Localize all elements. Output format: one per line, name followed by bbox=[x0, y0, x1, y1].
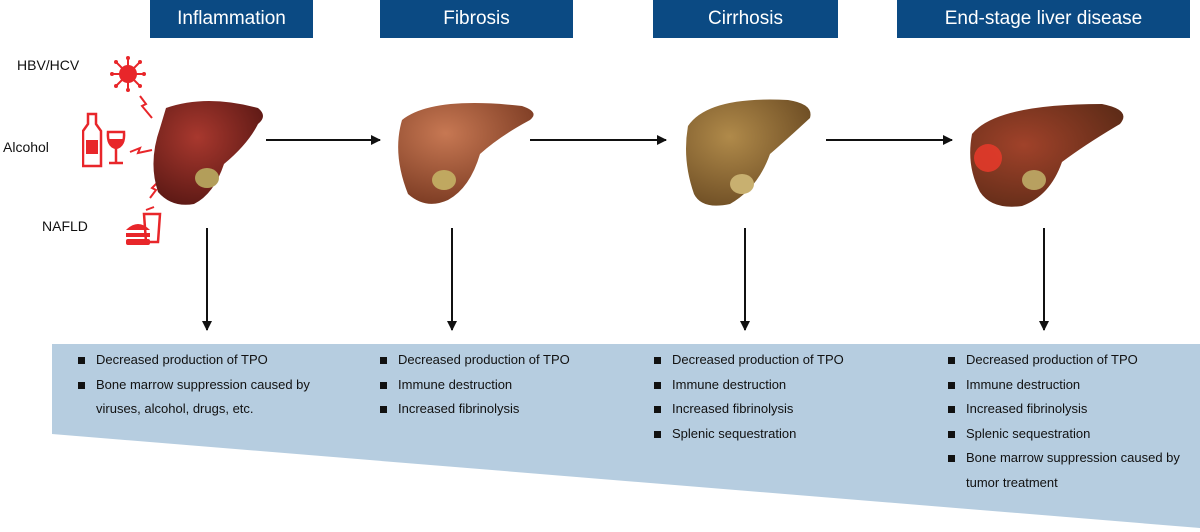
list-item-text: Splenic sequestration bbox=[672, 425, 797, 441]
liver-end-stage-image bbox=[970, 104, 1124, 207]
list-item: Increased fibrinolysis bbox=[652, 397, 912, 422]
list-item: Splenic sequestration bbox=[652, 422, 912, 447]
bullet-square-icon bbox=[948, 430, 955, 438]
liver-inflammation-image bbox=[153, 101, 263, 205]
list-item: Bone marrow suppression caused by tumor … bbox=[946, 446, 1186, 495]
stage-header-inflammation: Inflammation bbox=[150, 0, 313, 38]
list-item-text: Immune destruction bbox=[672, 376, 787, 392]
stage-title: Fibrosis bbox=[443, 8, 510, 29]
liver-cirrhosis-image bbox=[686, 99, 811, 206]
list-item-text: Immune destruction bbox=[398, 376, 513, 392]
list-item-text: Bone marrow suppression caused by tumor … bbox=[966, 450, 1180, 490]
stage-title: Inflammation bbox=[177, 8, 286, 29]
list-item: Bone marrow suppression caused by viruse… bbox=[76, 373, 346, 422]
list-item: Decreased production of TPO bbox=[946, 348, 1186, 373]
mechanisms-inflammation: Decreased production of TPO Bone marrow … bbox=[76, 348, 346, 422]
virus-icon bbox=[110, 56, 146, 92]
bullet-square-icon bbox=[654, 430, 661, 438]
cause-label-alcohol: Alcohol bbox=[3, 139, 49, 155]
bullet-square-icon bbox=[380, 357, 387, 364]
bullet-square-icon bbox=[948, 455, 955, 462]
list-item-text: Increased fibrinolysis bbox=[672, 401, 794, 416]
list-item-text: Decreased production of TPO bbox=[966, 352, 1138, 367]
bullet-square-icon bbox=[654, 406, 661, 413]
bullet-square-icon bbox=[380, 406, 387, 413]
bullet-square-icon bbox=[78, 357, 85, 364]
list-item-text: Decreased production of TPO bbox=[96, 352, 268, 367]
stage-title: Cirrhosis bbox=[708, 8, 783, 29]
cause-label-nafld: NAFLD bbox=[42, 218, 88, 234]
bullet-square-icon bbox=[948, 406, 955, 413]
list-item-text: Splenic sequestration bbox=[966, 425, 1091, 441]
list-item: Increased fibrinolysis bbox=[946, 397, 1186, 422]
list-item-text: Increased fibrinolysis bbox=[398, 401, 520, 416]
mechanisms-end-stage: Decreased production of TPO Immune destr… bbox=[946, 348, 1186, 495]
list-item: Immune destruction bbox=[946, 373, 1186, 398]
list-item: Splenic sequestration bbox=[946, 422, 1186, 447]
list-item-text: Immune destruction bbox=[966, 376, 1081, 392]
list-item: Immune destruction bbox=[378, 373, 638, 398]
list-item: Immune destruction bbox=[652, 373, 912, 398]
bullet-square-icon bbox=[78, 381, 85, 389]
bullet-square-icon bbox=[380, 381, 387, 389]
list-item: Decreased production of TPO bbox=[76, 348, 346, 373]
list-item: Increased fibrinolysis bbox=[378, 397, 638, 422]
bullet-square-icon bbox=[654, 357, 661, 364]
bullet-square-icon bbox=[654, 381, 661, 389]
stage-header-cirrhosis: Cirrhosis bbox=[653, 0, 838, 38]
list-item-text: Increased fibrinolysis bbox=[966, 401, 1088, 416]
alcohol-bottle-glass-icon bbox=[82, 112, 126, 168]
list-item-text: Decreased production of TPO bbox=[672, 352, 844, 367]
bullet-square-icon bbox=[948, 357, 955, 364]
cause-label-hbv-hcv: HBV/HCV bbox=[17, 57, 80, 73]
bullet-square-icon bbox=[948, 381, 955, 389]
list-item-text: Bone marrow suppression caused by viruse… bbox=[96, 376, 310, 417]
stage-header-end-stage: End-stage liver disease bbox=[897, 0, 1190, 38]
list-item-text: Decreased production of TPO bbox=[398, 352, 570, 367]
mechanisms-cirrhosis: Decreased production of TPO Immune destr… bbox=[652, 348, 912, 446]
fast-food-icon bbox=[126, 206, 162, 245]
mechanisms-fibrosis: Decreased production of TPO Immune destr… bbox=[378, 348, 638, 422]
list-item: Decreased production of TPO bbox=[652, 348, 912, 373]
liver-fibrosis-image bbox=[398, 103, 534, 204]
stage-title: End-stage liver disease bbox=[944, 8, 1143, 29]
stage-header-fibrosis: Fibrosis bbox=[380, 0, 573, 38]
list-item: Decreased production of TPO bbox=[378, 348, 638, 373]
